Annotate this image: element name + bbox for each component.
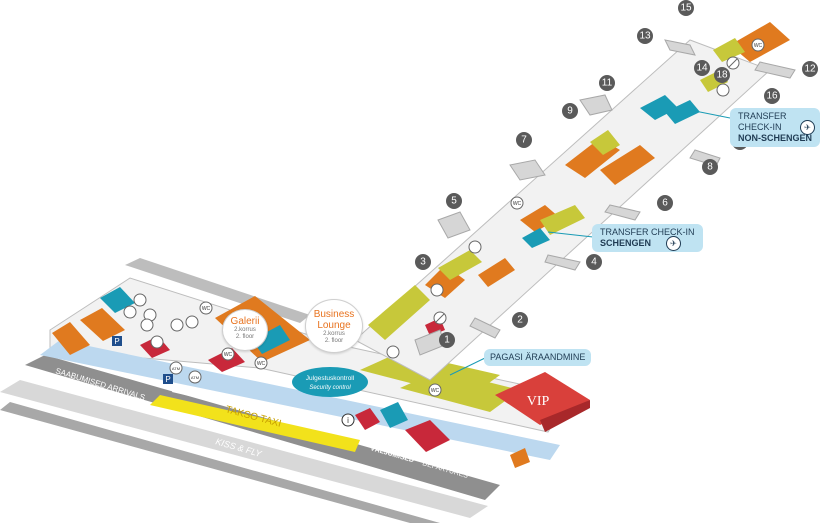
wc-icon	[428, 383, 442, 397]
transfer-non-schengen-desk	[640, 95, 678, 120]
gate-12-label: 12	[804, 64, 816, 75]
atm-label: ATM	[191, 375, 199, 380]
wc-label: WC	[202, 306, 211, 312]
wc-icon	[751, 38, 765, 52]
business-lounge-floor-et: 2.korrus	[323, 331, 345, 337]
parking-label: P	[114, 337, 119, 346]
transfer-non-schengen-pointer	[689, 109, 731, 119]
wc-label: WC	[431, 388, 440, 394]
business-lounge-floor-en: 2. floor	[324, 338, 344, 344]
gate-6-label: 6	[662, 198, 668, 209]
transfer-schengen-pointer	[547, 231, 594, 238]
gate-1-label: 1	[444, 335, 450, 346]
galerii-title: Galerii	[230, 316, 260, 327]
stroller-icon	[468, 240, 482, 254]
gate-18-marker[interactable]	[714, 67, 730, 83]
gate-1-marker[interactable]	[439, 332, 455, 348]
business-lounge-bubble: Business Lounge 2.korrus 2. floor	[305, 299, 363, 353]
gate-16-marker[interactable]	[764, 88, 780, 104]
gate-13-label: 13	[639, 31, 651, 42]
security-label-en: Security control	[309, 385, 351, 391]
baggage-dropoff-callout: PAGASI ÄRAANDMINE	[484, 349, 592, 366]
baggage-dropoff-label: PAGASI ÄRAANDMINE	[490, 352, 586, 362]
stroller-icon	[716, 83, 730, 97]
pier	[354, 22, 790, 381]
jetways	[414, 39, 796, 356]
atm-icon	[188, 370, 202, 384]
gate-11-label: 11	[602, 78, 613, 89]
galerii-bubble: Galerii 2.korrus 2. floor	[222, 309, 268, 351]
transfer-non-schengen-line1: TRANSFER CHECK-IN	[738, 111, 787, 132]
roads	[0, 355, 510, 523]
transfer-non-schengen-line2: NON-SCHENGEN	[738, 133, 813, 143]
floor-3-icon	[123, 305, 137, 319]
gate-18-label: 18	[716, 70, 728, 81]
galerii-floor-et: 2.korrus	[234, 327, 256, 333]
floor-2-icon	[140, 318, 154, 332]
atm-icon	[169, 361, 183, 375]
gate-14-marker[interactable]	[694, 60, 710, 76]
gate-8-label: 8	[707, 162, 713, 173]
gate-6-marker[interactable]	[657, 195, 673, 211]
transfer-schengen-callout: TRANSFER CHECK-IN SCHENGEN	[592, 224, 703, 252]
road-kiss-fly	[0, 402, 440, 523]
parking-icon	[163, 374, 173, 384]
road-departures	[0, 380, 488, 518]
business-lounge-title2: Lounge	[317, 320, 351, 331]
gate-2-marker[interactable]	[512, 312, 528, 328]
gate-7-marker[interactable]	[516, 132, 532, 148]
airplane-transfer-icon: ✈	[800, 120, 815, 135]
gate-7-label: 7	[521, 135, 527, 146]
gate-9-marker[interactable]	[562, 103, 578, 119]
vip-label: VIP	[527, 394, 550, 409]
gate-5-label: 5	[451, 196, 457, 207]
baggage-pointer	[449, 357, 486, 376]
transfer-schengen-line2: SCHENGEN	[600, 238, 652, 248]
info-point-icon	[185, 315, 199, 329]
wc-label: WC	[513, 201, 522, 207]
gate-2-label: 2	[517, 315, 523, 326]
wc-label: WC	[224, 352, 233, 358]
floor-1-icon	[150, 335, 164, 349]
glasses-icon	[386, 345, 400, 359]
parking-label: P	[165, 375, 170, 384]
parking-icon	[112, 336, 122, 346]
security-label-et: Julgestuskontroll	[306, 375, 355, 382]
transfer-schengen-line1: TRANSFER CHECK-IN	[600, 227, 695, 237]
info-label: i	[347, 416, 349, 425]
wc-icon	[254, 356, 268, 370]
gate-12-marker[interactable]	[802, 61, 818, 77]
luggage-icon	[133, 293, 147, 307]
glasses-icon	[430, 283, 444, 297]
gate-4-label: 4	[591, 257, 597, 268]
transfer-schengen-desk	[522, 228, 550, 248]
wc-icon	[510, 196, 524, 210]
gate-14-label: 14	[696, 63, 708, 74]
gate-13-marker[interactable]	[637, 28, 653, 44]
galerii-floor-en: 2. floor	[235, 334, 255, 340]
wc-label: WC	[257, 361, 266, 367]
family-icon	[170, 318, 184, 332]
wc-icon	[221, 347, 235, 361]
atm-label: ATM	[172, 366, 180, 371]
gate-9-label: 9	[567, 106, 573, 117]
gate-4-marker[interactable]	[586, 254, 602, 270]
taxi-lane	[150, 395, 360, 452]
gate-8-marker[interactable]	[702, 159, 718, 175]
airplane-transfer-icon: ✈	[666, 236, 681, 251]
business-lounge-title1: Business	[313, 309, 355, 320]
info-icon[interactable]	[341, 413, 355, 427]
wc-label: WC	[754, 43, 763, 49]
gate-15-marker[interactable]	[678, 0, 694, 16]
gate-15-label: 15	[680, 3, 692, 14]
gate-5-marker[interactable]	[446, 193, 462, 209]
gate-3-marker[interactable]	[415, 254, 431, 270]
gate-11-marker[interactable]	[599, 75, 615, 91]
gate-3-label: 3	[420, 257, 426, 268]
wc-icon	[199, 301, 213, 315]
gate-16-label: 16	[766, 91, 778, 102]
security-control	[292, 367, 368, 397]
